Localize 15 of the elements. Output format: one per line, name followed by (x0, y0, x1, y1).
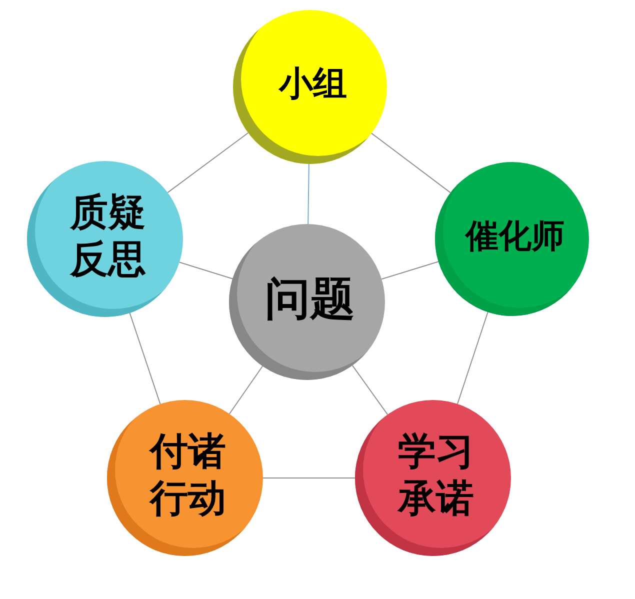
connector-line (371, 132, 451, 194)
circle-label: 小组 (279, 62, 347, 106)
circle-label: 问题 (265, 270, 355, 327)
connector-line (228, 366, 264, 414)
circle-label: 催化师 (466, 215, 564, 257)
circle-label: 付诸行动 (148, 428, 227, 522)
circle-label: 质疑反思 (68, 188, 147, 283)
connector-line (352, 364, 388, 416)
connector-line (456, 312, 488, 404)
circle-label: 学习承诺 (396, 428, 475, 522)
connector-line (381, 261, 439, 280)
connector-line (129, 312, 161, 405)
connector-line (167, 132, 249, 194)
connector-line (308, 164, 310, 224)
connector-line (178, 262, 234, 280)
